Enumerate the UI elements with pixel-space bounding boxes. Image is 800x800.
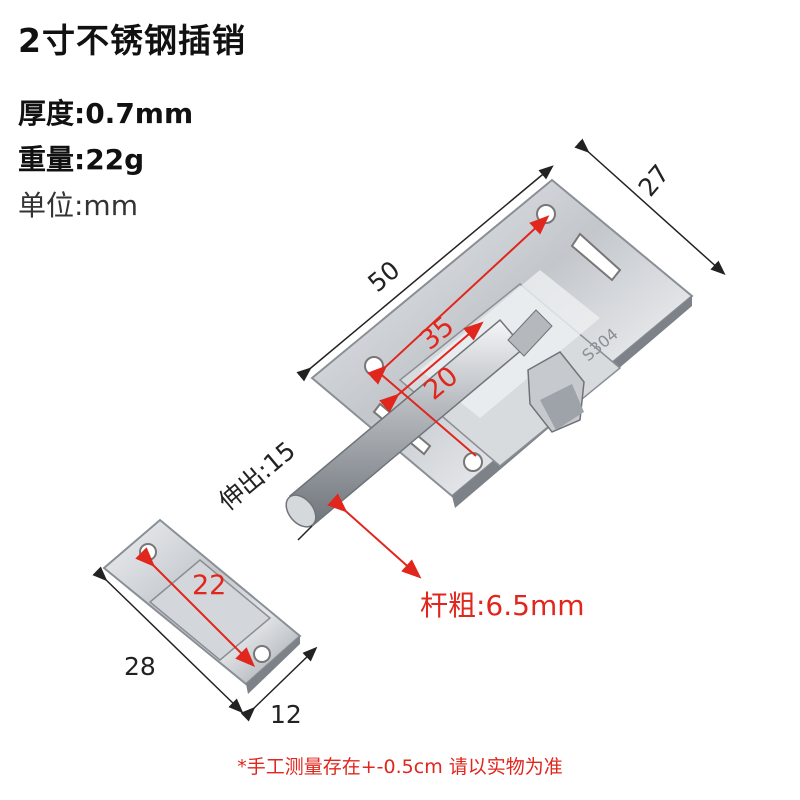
keeper-hole — [253, 645, 271, 663]
bolt-length-line — [379, 321, 484, 413]
keeper-length-label: 28 — [124, 652, 156, 681]
keeper-hole — [139, 543, 157, 561]
keeper-hole-span-line — [135, 547, 256, 668]
product-title: 2寸不锈钢插销 — [18, 21, 246, 60]
unit-spec: 单位:mm — [18, 189, 138, 222]
mount-hole — [463, 452, 483, 472]
keeper-hole-span-label: 22 — [192, 570, 227, 601]
measurement-disclaimer: *手工测量存在+-0.5cm 请以实物为准 — [237, 756, 563, 778]
rod-diameter-line — [327, 493, 422, 579]
thickness-spec: 厚度:0.7mm — [18, 97, 194, 130]
keeper-width-label: 12 — [270, 700, 302, 729]
plate-width-line — [574, 138, 726, 276]
keeper-width-line — [240, 646, 318, 722]
weight-spec: 重量:22g — [18, 143, 145, 176]
rod-diameter-label: 杆粗:6.5mm — [420, 589, 585, 622]
mount-hole — [536, 204, 556, 224]
